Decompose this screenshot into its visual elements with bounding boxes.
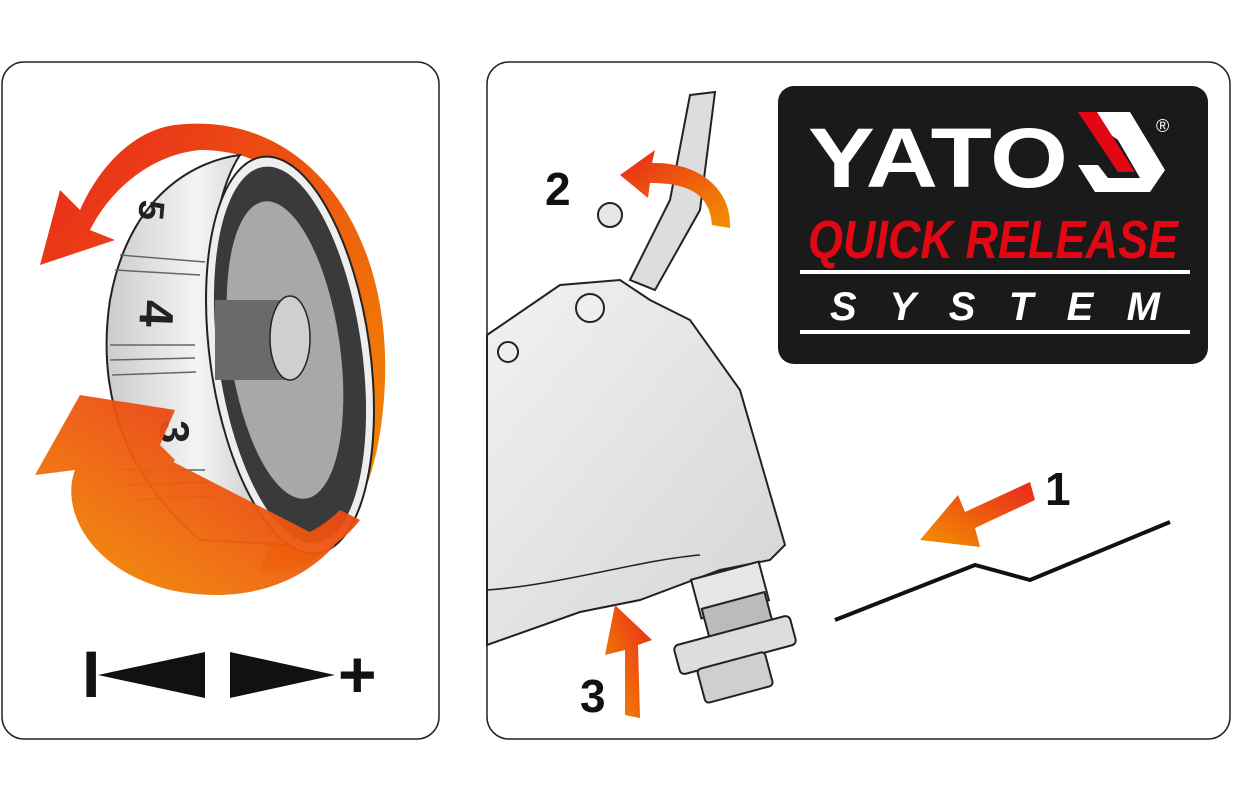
- decrease-triangle-icon: [98, 652, 205, 698]
- dial-number-4: 4: [128, 299, 182, 328]
- brand-name: YATO: [808, 111, 1068, 205]
- step-2-label: 2: [545, 163, 571, 215]
- step-3-label: 3: [580, 670, 606, 722]
- yato-quick-release-logo: YATO ® QUICK RELEASE S Y S T E M: [778, 86, 1208, 364]
- step-3-arrow: [605, 605, 652, 718]
- step-1-label: 1: [1045, 463, 1071, 515]
- step-1-arrow: [920, 482, 1035, 547]
- min-speed-symbol: I: [82, 637, 100, 711]
- blade-outline: [834, 520, 1171, 622]
- speed-scale: I +: [82, 637, 377, 711]
- dial-number-5: 5: [130, 198, 173, 222]
- quick-release-text: QUICK RELEASE: [808, 210, 1180, 270]
- yato-emblem-icon: [1078, 112, 1165, 192]
- registered-mark: ®: [1156, 116, 1169, 136]
- max-speed-symbol: +: [338, 637, 377, 711]
- quick-release-panel: 2 1 3 YATO ® QUICK RELEASE S Y S T E M: [486, 61, 1231, 740]
- spindle-clamp: [673, 560, 797, 704]
- speed-dial-panel: 5 4 3 I +: [1, 61, 440, 740]
- multi-tool-body: [486, 278, 787, 647]
- rotation-arrow-bottom: [35, 395, 360, 595]
- increase-triangle-icon: [230, 652, 335, 698]
- step-2-arrow: [620, 150, 731, 228]
- speed-dial: 5 4 3: [105, 153, 375, 555]
- release-lever: [628, 90, 717, 292]
